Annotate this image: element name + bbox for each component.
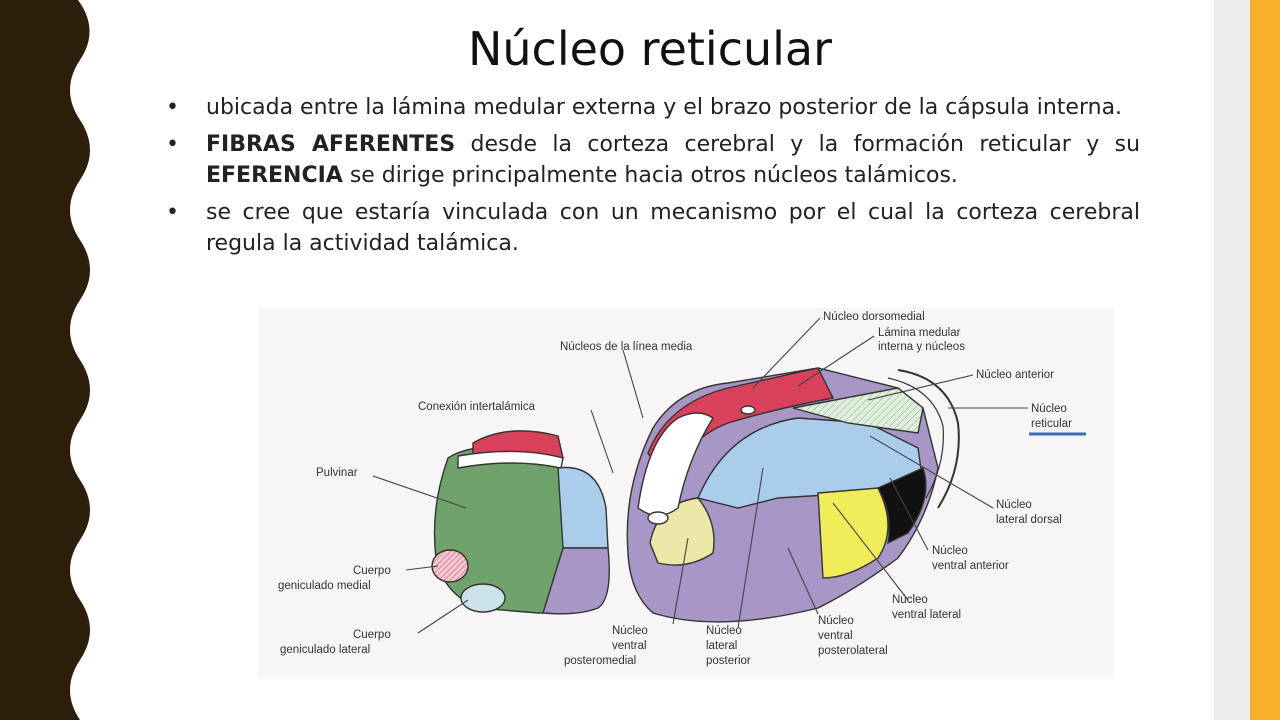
label-lp-2: lateral [706,640,737,652]
lamina-white [637,412,714,517]
label-lat-dorsal-1: Núcleo [996,499,1032,511]
label-vpm-3: posteromedial [564,655,636,667]
small-opening [740,405,756,415]
pulvinar-purple [542,547,610,615]
label-vpm-2: ventral [612,640,647,652]
label-lat-dorsal-2: lateral dorsal [996,514,1062,526]
label-dorsomedial: Núcleo dorsomedial [823,311,925,323]
label-vpl-1: Núcleo [818,615,854,627]
label-gen-lateral-2: geniculado lateral [280,644,370,656]
label-vpm-1: Núcleo [612,625,648,637]
bullet-1-text: ubicada entre la lámina medular externa … [206,95,1123,120]
label-lp-1: Núcleo [706,625,742,637]
label-pulvinar: Pulvinar [316,467,358,479]
bullet-2-text-1: desde la corteza cerebral y la formación… [455,132,1141,157]
label-intertalamica: Conexión intertalámica [418,401,536,413]
bullet-1: ubicada entre la lámina medular externa … [160,92,1140,123]
diagram-labels: Núcleo dorsomedial Lámina medular intern… [278,311,1086,667]
label-vent-lat-2: ventral lateral [892,609,961,621]
label-lamina-1: Lámina medular [878,327,961,339]
label-linea-media: Núcleos de la línea media [560,341,693,353]
intertalamic-opening [647,511,669,525]
accent-stripe [1250,0,1280,720]
thalamus-diagram: Núcleo dorsomedial Lámina medular intern… [258,308,1114,678]
leader-lines [372,317,1028,634]
bullet-list: ubicada entre la lámina medular externa … [160,92,1140,265]
label-vent-ant-2: ventral anterior [932,560,1009,572]
anterior-block [626,367,960,623]
label-vpl-2: ventral [818,630,853,642]
wavy-border-decoration [0,0,110,720]
bullet-2: FIBRAS AFERENTES desde la corteza cerebr… [160,129,1140,191]
bullet-3: se cree que estaría vinculada con un mec… [160,197,1140,259]
label-reticular-2: reticular [1031,418,1072,430]
geniculado-lateral-shape [460,583,506,613]
label-gen-medial-2: geniculado medial [278,580,371,592]
label-reticular-1: Núcleo [1031,403,1067,415]
reticular-shell-inner [887,377,944,499]
label-lp-3: posterior [706,655,751,667]
slide-title: Núcleo reticular [467,22,833,76]
bullet-2-bold-2: EFERENCIA [206,163,343,188]
label-vent-lat-1: Núcleo [892,594,928,606]
pulvinar-region [433,445,571,614]
anterior-nucleus-hatched [792,387,924,434]
label-vent-ant-1: Núcleo [932,545,968,557]
right-margin [1214,0,1250,720]
yellow-region [817,487,889,579]
label-gen-lateral-1: Cuerpo [353,629,391,641]
label-vpl-3: posterolateral [818,645,888,657]
bullet-3-text: se cree que estaría vinculada con un mec… [206,200,1140,256]
label-gen-medial-1: Cuerpo [353,565,391,577]
bullet-2-bold-1: FIBRAS AFERENTES [206,132,456,157]
geniculado-medial-shape [431,549,469,583]
posterior-block [431,430,610,615]
black-region [876,467,927,545]
pulvinar-blue [557,466,609,549]
label-lamina-2: interna y núcleos [878,341,965,353]
label-anterior: Núcleo anterior [976,369,1054,381]
bullet-2-text-2: se dirige principalmente hacia otros núc… [342,163,958,188]
